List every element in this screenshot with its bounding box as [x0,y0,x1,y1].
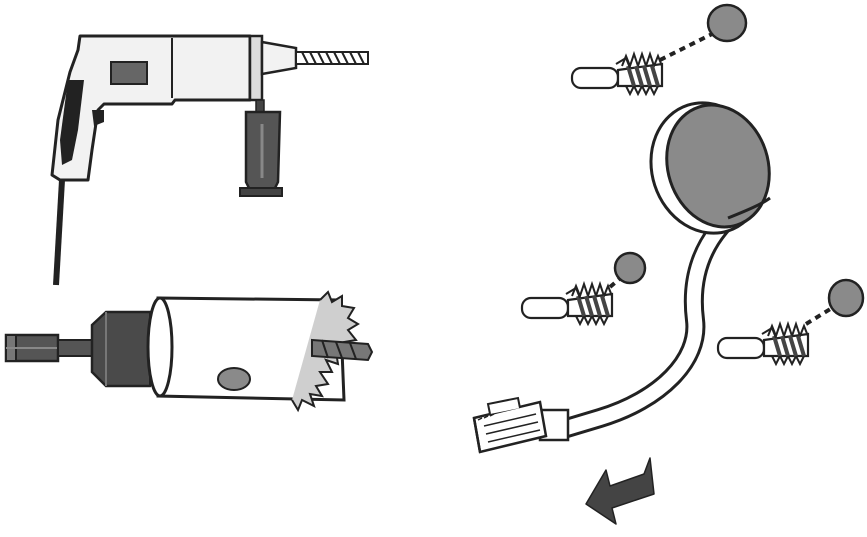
hammer-drill-icon [50,34,369,286]
round-device-icon [550,101,771,440]
wall-plug-icon [716,278,865,366]
wall-plug-icon [520,251,647,326]
arrow-down-left-icon [585,457,655,525]
rj45-connector-icon [472,396,570,454]
hole-saw-icon [4,290,374,413]
wall-plug-icon [570,3,748,96]
